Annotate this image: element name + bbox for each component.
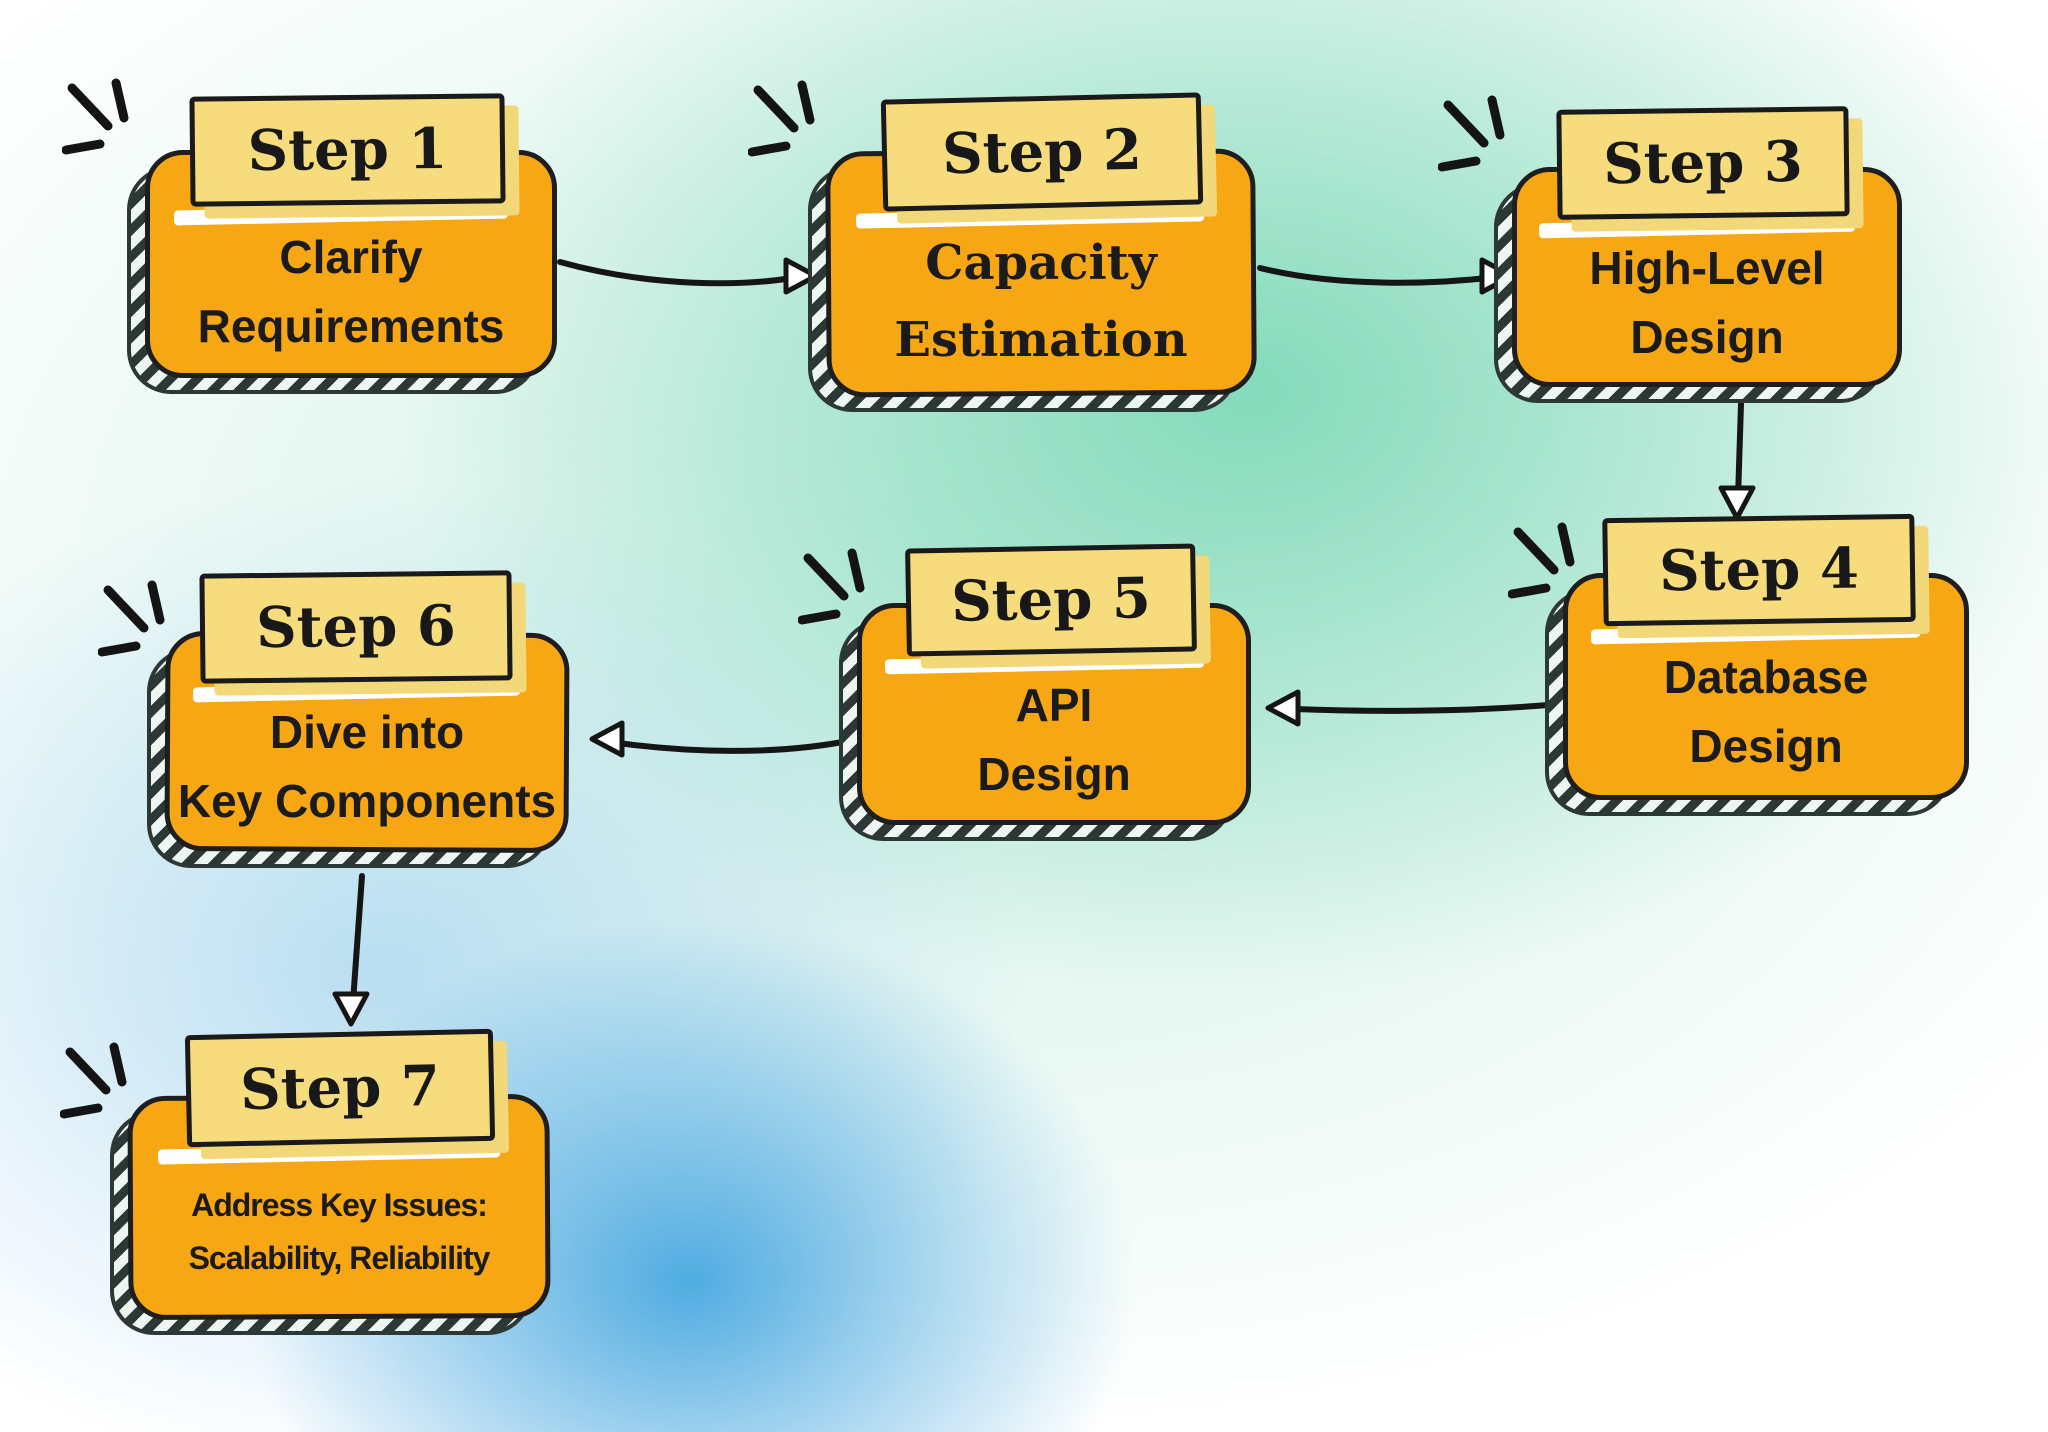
arrowhead-step-1-to-step-2: [783, 257, 819, 295]
sparkle-icon: [748, 80, 815, 157]
sparkle-icon: [98, 580, 165, 657]
step-tab: Step 6: [199, 570, 513, 684]
step-text-line: Requirements: [197, 299, 505, 352]
flow-arrow-step-3-to-step-4: [1735, 401, 1744, 501]
step-tab-label: Step 6: [255, 592, 457, 662]
sparkle-icon: [798, 548, 865, 625]
step-text-line: High-Level: [1589, 241, 1825, 294]
arrowhead-step-5-to-step-6: [589, 720, 625, 758]
sparkle-icon: [1508, 522, 1575, 599]
step-tab: Step 1: [189, 93, 506, 207]
step-tab-label: Step 3: [1602, 128, 1804, 198]
arrowhead-step-3-to-step-4: [1718, 485, 1756, 521]
sparkle-icon: [62, 78, 129, 155]
step-tab-label: Step 5: [950, 565, 1152, 635]
step-text-line: Database: [1663, 651, 1869, 703]
step-tab: Step 4: [1602, 513, 1916, 627]
flow-arrow-step-5-to-step-6: [615, 737, 856, 754]
step-tab: Step 3: [1556, 106, 1850, 220]
step-text-line: Design: [977, 747, 1131, 800]
step-tab: Step 5: [905, 543, 1197, 657]
sparkle-icon: [60, 1042, 127, 1119]
step-text-line: Capacity: [925, 235, 1157, 292]
step-text-line: API: [1015, 678, 1093, 731]
step-text-line: Design: [1630, 310, 1784, 363]
step-text-line: Clarify: [279, 230, 423, 283]
step-tab: Step 7: [184, 1028, 496, 1148]
flow-arrow-step-6-to-step-7: [350, 873, 365, 1005]
step-text-line: Key Components: [177, 775, 557, 827]
step-tab: Step 2: [880, 92, 1204, 212]
step-tab-label: Step 1: [247, 115, 448, 185]
arrowhead-step-6-to-step-7: [332, 991, 370, 1027]
flow-arrow-step-2-to-step-3: [1257, 265, 1499, 286]
step-tab-label: Step 4: [1658, 535, 1860, 605]
step-text: API Design: [865, 668, 1243, 811]
step-text-line: Estimation: [894, 312, 1188, 368]
flow-arrow-step-1-to-step-2: [557, 259, 801, 287]
flow-arrow-step-4-to-step-5: [1291, 701, 1563, 714]
step-tab-label: Step 7: [239, 1052, 441, 1124]
sparkle-icon: [1438, 95, 1505, 172]
step-text-line: Scalability, Reliability: [188, 1239, 491, 1276]
step-text-line: Design: [1689, 720, 1843, 772]
step-text: Address Key Issues: Scalability, Reliabil…: [136, 1158, 542, 1305]
arrowhead-step-4-to-step-5: [1265, 689, 1301, 727]
step-tab-label: Step 2: [941, 116, 1143, 188]
step-text-line: Address Key Issues:: [191, 1186, 488, 1223]
step-text-line: Dive into: [269, 706, 465, 758]
